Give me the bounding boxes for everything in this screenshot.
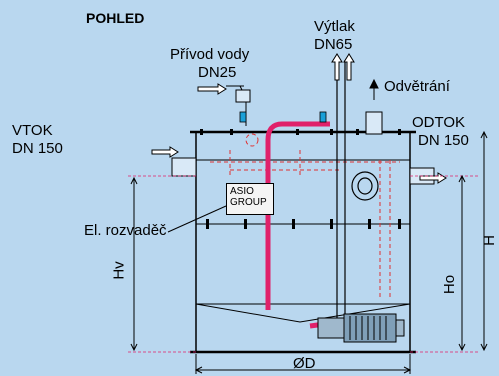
water-inlet-label: Přívod vody	[170, 46, 250, 63]
outflow-dn-label: DN 150	[418, 132, 469, 149]
dimension-ho-label: Ho	[441, 274, 459, 295]
logo-line-1: ASIO	[230, 186, 254, 197]
dimension-lines	[128, 175, 480, 353]
switchboard-label: El. rozvaděč	[84, 222, 167, 239]
dimension-diameter-label: ØD	[293, 355, 316, 372]
water-inlet-dn-label: DN25	[198, 64, 237, 81]
outflow-label: ODTOK	[412, 114, 466, 131]
pump-motor	[317, 313, 405, 343]
inflow-pipe	[171, 157, 197, 177]
discharge-label: Výtlak	[314, 18, 355, 35]
inspection-hatch	[351, 171, 379, 201]
inflow-label: VTOK	[12, 122, 53, 139]
dimension-hv-label: Hv	[110, 261, 128, 280]
pressure-pipe	[265, 121, 341, 329]
discharge-dn-label: DN65	[314, 36, 353, 53]
switchboard-leader	[167, 205, 227, 233]
dashed-internal-lines	[210, 133, 400, 300]
vertical-discharge-pipe	[336, 60, 346, 330]
top-valves	[239, 111, 327, 123]
asio-group-logo: ASIO GROUP	[226, 183, 274, 215]
vent-arrow	[369, 78, 379, 100]
logo-line-2: GROUP	[230, 197, 267, 208]
dimension-h-label: H	[480, 235, 498, 246]
dimension-arrows	[130, 130, 488, 374]
tank-rails	[200, 129, 401, 229]
diagram-title: POHLED	[86, 10, 145, 26]
vent-pipe	[365, 111, 383, 135]
inflow-dn-label: DN 150	[12, 140, 63, 157]
flow-arrows	[151, 53, 447, 184]
vent-label: Odvětrání	[384, 78, 450, 95]
